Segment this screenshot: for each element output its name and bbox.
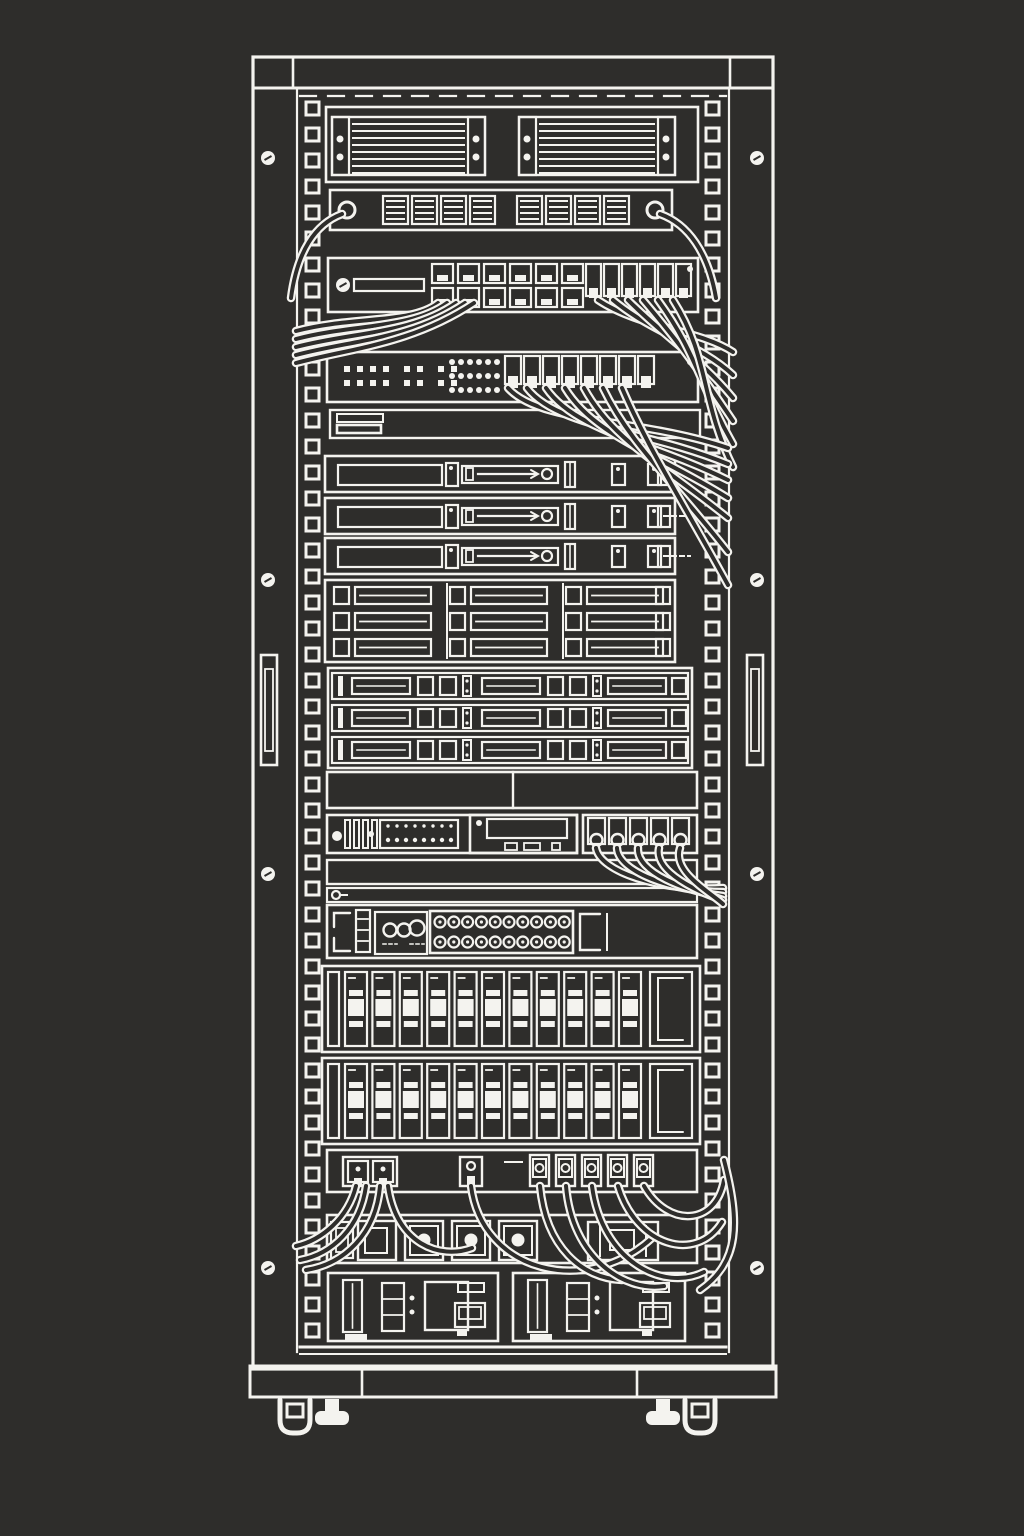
patch-cables-left [291, 298, 479, 368]
server-3 [323, 536, 691, 576]
ups-left [326, 1271, 500, 1343]
server-2 [323, 496, 691, 536]
blank [325, 858, 699, 886]
blank-2seg [325, 770, 699, 810]
rack-units [320, 105, 702, 1343]
pdu-cables [291, 1155, 739, 1295]
patch-cables-right [593, 295, 738, 472]
plinth-and-feet [248, 1364, 778, 1436]
plinth [248, 1364, 778, 1399]
cable-organizer [328, 188, 674, 232]
blade-chassis-1 [320, 964, 702, 1054]
patch-panel [326, 256, 700, 314]
label-strip [328, 408, 702, 440]
disk-shelf [326, 666, 694, 770]
server-1 [323, 454, 691, 494]
bnc-panel [325, 903, 699, 960]
switch-cables [503, 383, 733, 590]
disk-array [323, 578, 677, 664]
rail-left [304, 100, 321, 1339]
cabinet-shell [251, 55, 775, 1371]
screw-strip [325, 886, 699, 904]
fan-tray [324, 105, 700, 184]
rack-frame [251, 55, 775, 1371]
side-handle-right [745, 653, 765, 767]
appliance-cables [591, 843, 728, 909]
switch [325, 350, 700, 404]
blade-chassis-2 [320, 1056, 702, 1146]
side-handle-left [259, 653, 279, 767]
feet [277, 1397, 718, 1436]
cables [286, 209, 739, 1295]
